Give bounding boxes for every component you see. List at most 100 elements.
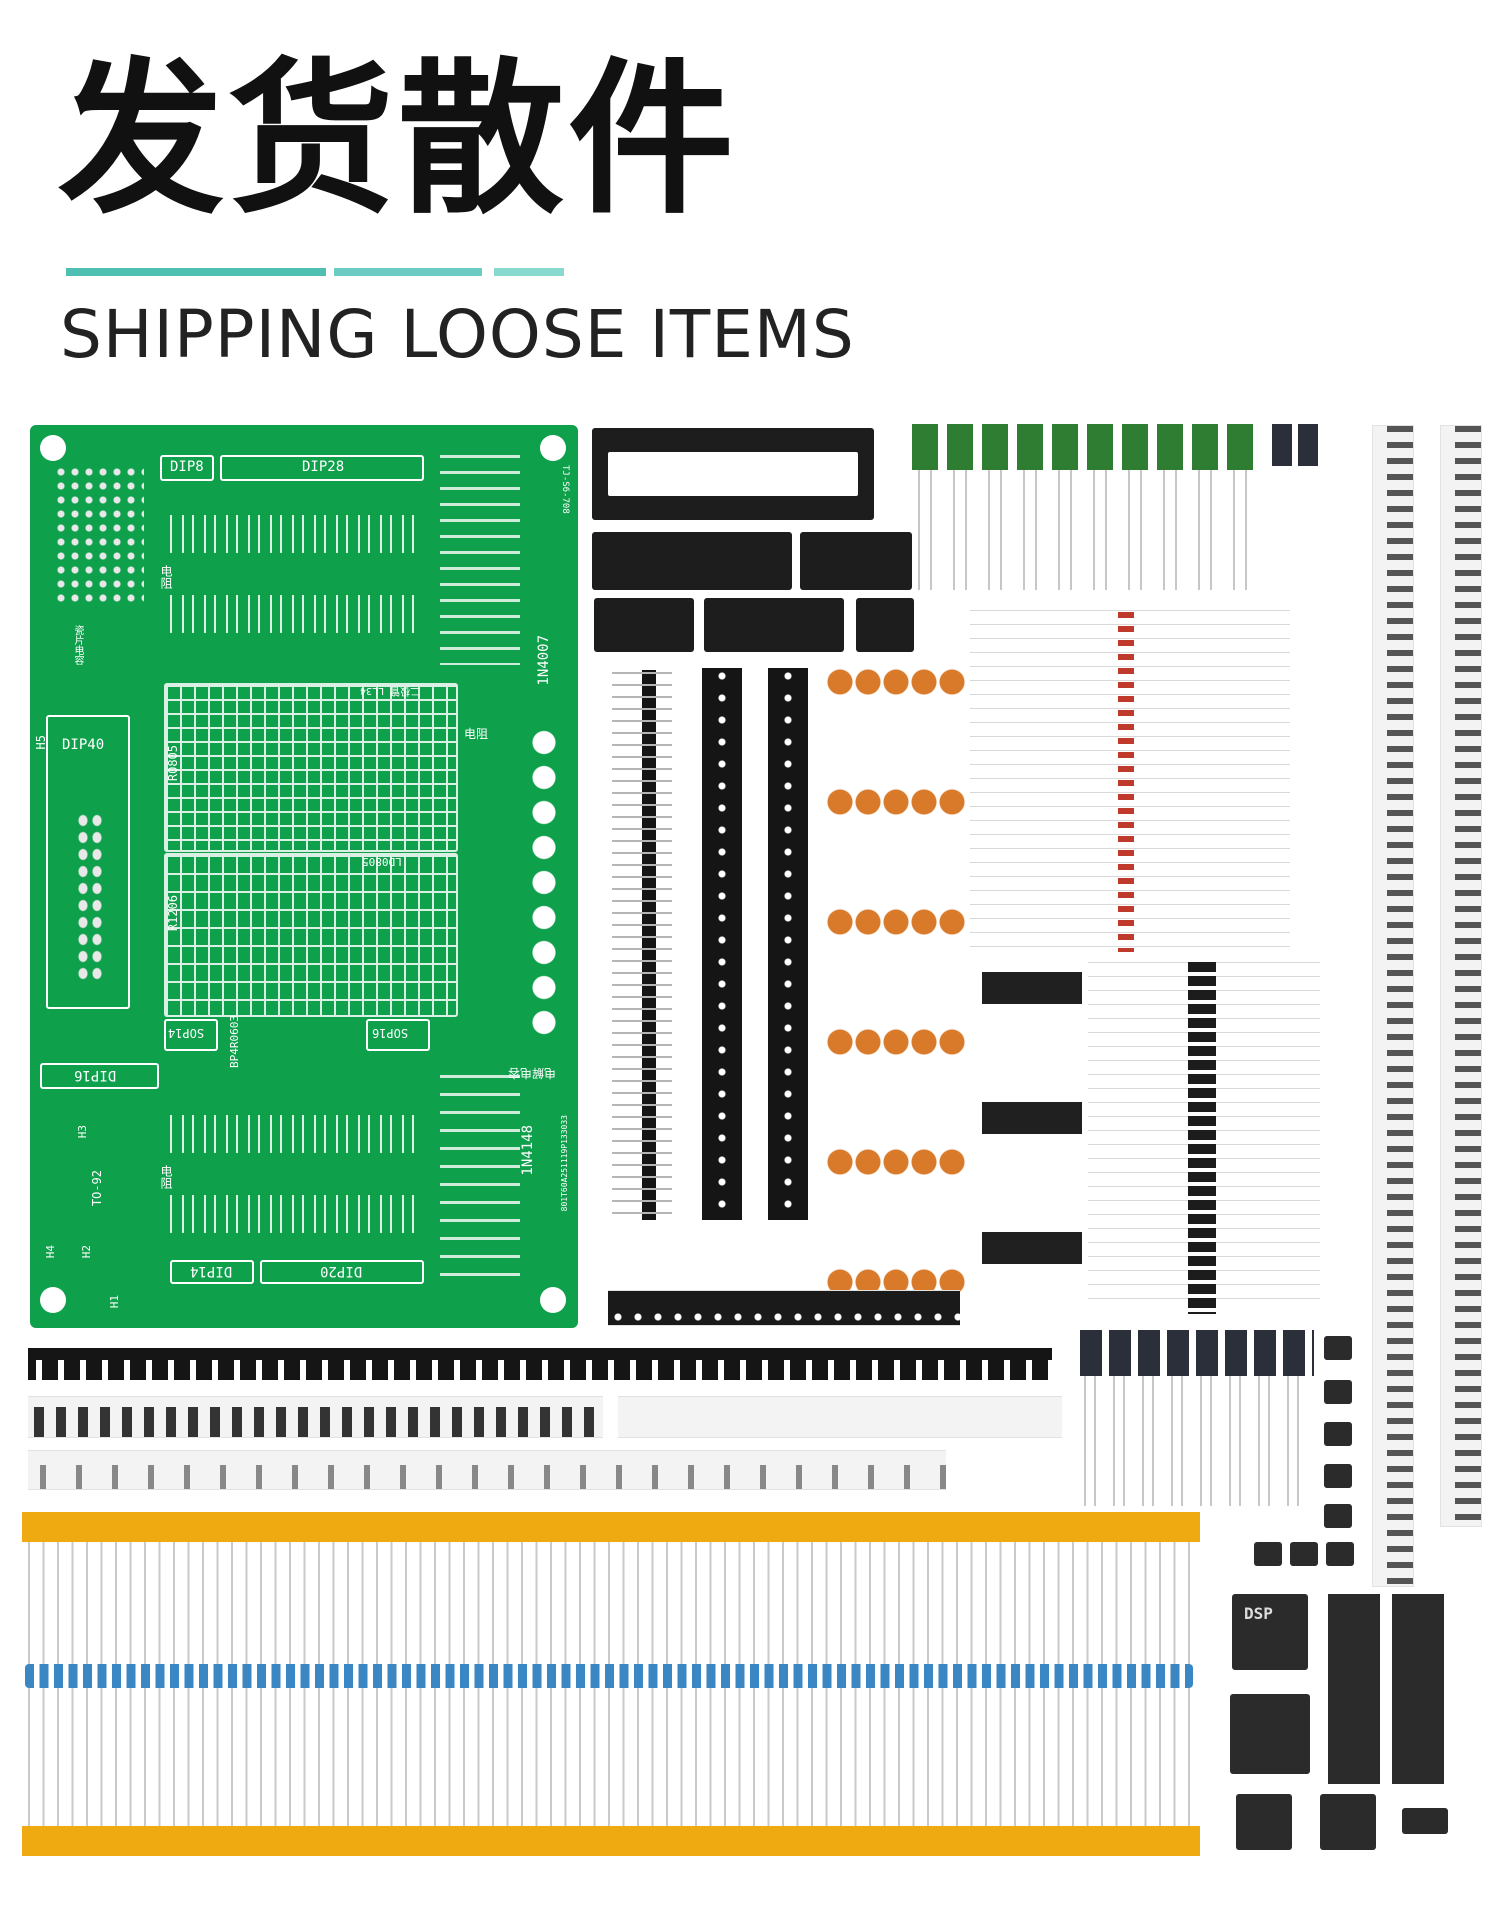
smd-chip (1324, 1336, 1352, 1360)
dip8-label: DIP8 (170, 459, 204, 475)
qfp-chip-large (1230, 1694, 1310, 1774)
smd-tape-horizontal-4 (618, 1396, 1062, 1438)
sop-chip-grid (1328, 1594, 1448, 1784)
dip28-label: DIP28 (302, 459, 345, 475)
dip20-label: DIP20 (320, 1263, 363, 1279)
resistor-footprints-low2 (170, 1195, 420, 1233)
proto-grid (54, 465, 144, 605)
qfp-chip-small (1236, 1794, 1292, 1850)
film-capacitors (912, 424, 1262, 470)
smd-chip (1324, 1504, 1352, 1528)
electrolytic-leads (1084, 1376, 1314, 1506)
label-resistor-2: 电阻 (464, 727, 489, 741)
smd-tape-horizontal-2 (28, 1348, 1052, 1380)
qfp-dsp-chip: DSP (1232, 1594, 1308, 1670)
resistor-footprints-top (170, 515, 420, 553)
footprint-dip14: DIP14 (170, 1260, 254, 1284)
dsp-label: DSP (1244, 1604, 1273, 1623)
footprint-sop14: SOP14 (164, 1019, 218, 1051)
resistor-tape-bottom (22, 1826, 1200, 1856)
label-ll34: 二极管 LL34 (360, 685, 421, 696)
smd-chip (1324, 1422, 1352, 1446)
resistor-tape-top (22, 1512, 1200, 1542)
cap-footprints (527, 725, 561, 1045)
label-ld0805: LD0805 (362, 855, 402, 868)
footprint-dip28: DIP28 (220, 455, 424, 481)
socket-window (608, 452, 858, 496)
label-h3: H3 (76, 1125, 89, 1139)
footprint-dip40: DIP40 (46, 715, 130, 1009)
mount-hole (540, 1287, 566, 1313)
footprint-dip20: DIP20 (260, 1260, 424, 1284)
resistor-footprints-low1 (170, 1115, 420, 1153)
label-top-code: TJ-S6-708 (560, 465, 570, 514)
dip16-label: DIP16 (74, 1067, 117, 1083)
diode-bodies-1n4148 (1118, 612, 1134, 952)
label-h4: H4 (44, 1245, 57, 1259)
resistor-footprints-mid (170, 595, 420, 633)
sop16-label: SOP16 (372, 1026, 409, 1040)
smd-grid-r1206 (164, 853, 458, 1017)
label-resistor-3: 电阻 (159, 1165, 173, 1189)
ic-socket-dip8 (856, 598, 914, 652)
label-r1206: R1206 (166, 895, 180, 932)
label-to92: TO-92 (90, 1170, 104, 1207)
smd-pad-column (440, 455, 520, 665)
smd-pad-column-low (440, 1075, 520, 1285)
diode-bodies-1n4007 (1188, 962, 1216, 1314)
ceramic-capacitors (826, 668, 966, 1308)
label-r0805: R0805 (166, 745, 180, 782)
resistor-bodies (25, 1664, 1193, 1688)
sop14-label: SOP14 (168, 1026, 205, 1040)
label-serial: 801T60A251119P133033 (560, 1115, 569, 1212)
smd-grid-r0805 (164, 683, 458, 852)
page-subtitle-en: SHIPPING LOOSE ITEMS (60, 296, 855, 373)
footprint-dip8: DIP8 (160, 455, 214, 481)
label-1n4148: 1N4148 (520, 1125, 536, 1176)
smd-tape-horizontal-3 (28, 1396, 603, 1438)
smd-tape-black-2 (768, 668, 808, 1220)
label-cap-ceramic: 瓷片电容 (72, 625, 83, 665)
pcb-board: DIP8 DIP28 电阻 1N4007 TJ-S6-708 DIP40 H5 … (30, 425, 578, 1328)
smd-tape-white-1 (1372, 425, 1414, 1587)
mount-hole (540, 435, 566, 461)
film-capacitor-leads (918, 470, 1258, 590)
smd-chip (1324, 1464, 1352, 1488)
mount-hole (40, 1287, 66, 1313)
label-bp: BP4R0603 (228, 1015, 241, 1068)
ic-socket-dip14 (594, 598, 694, 652)
electrolytic-capacitors (1080, 1330, 1314, 1376)
smd-chip (1254, 1542, 1282, 1566)
label-h1: H1 (108, 1295, 121, 1309)
label-h5: H5 (34, 735, 48, 750)
footprint-dip16: DIP16 (40, 1063, 159, 1089)
dip14-label: DIP14 (190, 1263, 233, 1279)
smd-chip (1290, 1542, 1318, 1566)
accent-line-3 (494, 268, 564, 276)
smd-tape-black-1 (702, 668, 742, 1220)
accent-line-1 (66, 268, 326, 276)
mount-hole (40, 435, 66, 461)
smd-tape-horizontal-5 (28, 1450, 946, 1490)
ic-socket-dip16 (800, 532, 912, 590)
resistor-label-1: 电阻 (159, 565, 173, 589)
page-title-cn: 发货散件 (58, 44, 738, 237)
dip40-pads (76, 812, 104, 982)
label-h2: H2 (80, 1245, 93, 1259)
ic-socket-dip40 (592, 428, 874, 520)
smd-chip (1324, 1380, 1352, 1404)
accent-line-2 (334, 268, 482, 276)
smd-chip (1326, 1542, 1354, 1566)
qfp-chip-small (1320, 1794, 1376, 1850)
label-1n4007: 1N4007 (536, 635, 552, 686)
small-electrolytic-pair (1272, 424, 1320, 466)
smd-tape-white-2 (1440, 425, 1482, 1527)
dip40-label: DIP40 (62, 737, 105, 753)
footprint-sop16: SOP16 (366, 1019, 430, 1051)
smd-tape-horizontal-1 (608, 1290, 960, 1326)
ic-socket-dip28 (592, 532, 792, 590)
ic-socket-dip20 (704, 598, 844, 652)
sop-chip (1402, 1808, 1448, 1834)
transistors-to92 (982, 972, 1082, 1332)
pin-header-pins (612, 672, 672, 1220)
